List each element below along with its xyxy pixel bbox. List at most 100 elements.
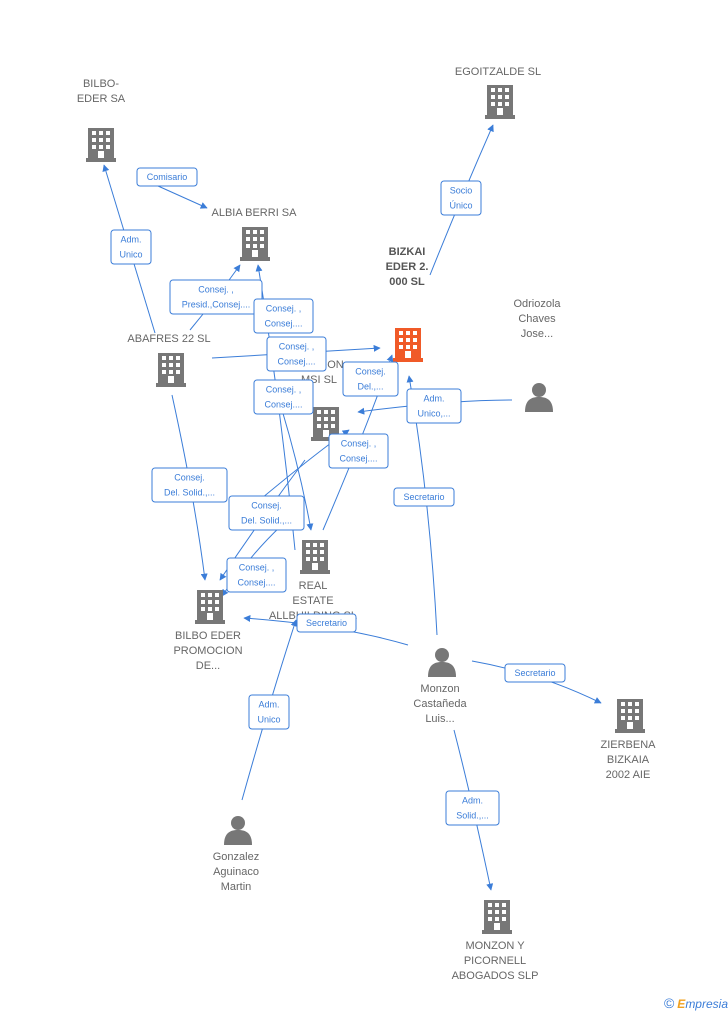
building-icon [195,590,225,624]
node-label-line: DE... [196,660,220,672]
node-egoitzalde[interactable]: EGOITZALDE SL [455,66,541,119]
node-label-line: MONZON Y [465,940,525,952]
edge-label-text: Unico [257,715,280,725]
node-label-line: Gonzalez [213,851,259,863]
edge-label[interactable]: Comisario [136,167,198,187]
edge-label[interactable]: Secretario [296,613,357,633]
node-label-line: Luis... [425,713,454,725]
node-label-line: BIZKAI [389,246,426,258]
edge-label-text: Consej. , [279,342,315,352]
edge-label-text: Secretario [514,668,555,678]
edge-label[interactable]: Consej. ,Presid.,Consej.... [169,279,263,315]
edge-label[interactable]: Consej. Del. Solid.,... [228,495,305,531]
node-label-line: Aguinaco [213,866,259,878]
node-label-line: Jose... [521,328,553,340]
edge-label-text: Consej. , [198,285,234,295]
edge-label[interactable]: Adm.Solid.,... [445,790,500,826]
edge-label-text: Consej. [174,473,205,483]
edge-label-box [228,495,305,531]
edge-label-text: Consej. [355,367,386,377]
building-icon [240,227,270,261]
node-label-line: PICORNELL [464,955,526,967]
building-icon [86,128,116,162]
edge-label-box [253,298,314,334]
node-label-line: ZIERBENA [600,739,656,751]
edge-label-text: Solid.,... [456,811,489,821]
edge-label-text: Del. Solid.,... [164,488,215,498]
edge-label[interactable]: Secretario [504,663,566,683]
node-abafres[interactable]: ABAFRES 22 SL [127,333,211,387]
copyright-icon: © [663,995,675,1011]
node-label-line: Martin [221,881,252,893]
node-label-line: PROMOCION [173,645,242,657]
brand-logo-e: E [677,997,686,1011]
edge-label[interactable]: Consej. , Consej.... [253,298,314,334]
edge-label[interactable]: Consej. Del. Solid.,... [151,467,228,503]
edge-label-text: Comisario [147,172,188,182]
building-icon [485,85,515,119]
edge-label[interactable]: Adm. Unico [110,229,152,265]
edge-label-box [248,694,290,730]
edge-label-box [151,467,228,503]
node-label-line: EDER SA [77,93,126,105]
edge-label-box [440,180,482,216]
node-label-line: ABOGADOS SLP [452,970,539,982]
node-monzon-picornell[interactable]: MONZON Y PICORNELL ABOGADOS SLP [452,900,539,982]
edge-label-text: Consej.... [277,357,315,367]
brand-footer: ©Empresia [664,995,728,1011]
edge-label-text: Adm. [120,235,141,245]
edge-label[interactable]: Consej. , Consej.... [266,336,327,372]
edge-label-text: Consej. , [239,563,275,573]
edge-label[interactable]: Consej. ,Consej.... [328,433,389,469]
edge-label-text: Del. Solid.,... [241,516,292,526]
edge-label-box [266,336,327,372]
edge-label[interactable]: Adm.Unico,... [406,388,462,424]
node-label-line: Chaves [518,313,556,325]
person-icon [525,383,553,412]
edge-label-text: Adm. [258,700,279,710]
edge-label-text: Consej. , [341,439,377,449]
edge-label-text: Consej.... [264,319,302,329]
edge-line [281,409,314,531]
edge-label[interactable]: Consej.Del.,... [342,361,399,397]
edge-label[interactable]: Secretario [393,487,455,507]
node-label-line: BILBO EDER [175,630,241,642]
edge-label[interactable]: Consej. ,Consej.... [253,379,314,415]
edge-label-text: Unico,... [417,409,450,419]
edge-label-text: Consej.... [237,578,275,588]
edge-label-box [445,790,500,826]
edge-label-text: Consej. [251,501,282,511]
edge-label-box [393,487,455,507]
building-icon [393,328,423,362]
edge-label-text: Secretario [403,492,444,502]
edge-label-box [169,279,263,315]
edge-label-box [296,613,357,633]
node-monzon-castaneda[interactable]: MonzonCastañedaLuis... [413,648,467,725]
building-icon [615,699,645,733]
node-albia-berri[interactable]: ALBIA BERRI SA [212,207,298,261]
edge-label[interactable]: Consej. , Consej.... [226,557,287,593]
edge-label-text: Consej. , [266,304,302,314]
node-label-line: ABAFRES 22 SL [127,333,210,345]
edge-label-text: Unico [119,250,142,260]
person-icon [428,648,456,677]
node-label-line: Monzon [420,683,459,695]
edge-label[interactable]: Adm. Unico [248,694,290,730]
node-bilbo-eder-sa[interactable]: BILBO- EDER SA [77,78,126,162]
edge-label-box [136,167,198,187]
node-odriozola[interactable]: OdriozolaChavesJose... [513,298,561,412]
edge-label-box [328,433,389,469]
node-bilbo-eder-promocion[interactable]: BILBO EDER PROMOCION DE... [173,590,243,672]
node-label-line: ESTATE [292,595,333,607]
building-icon [482,900,512,934]
node-label-line: BILBO- [83,78,119,90]
node-label-line: Odriozola [513,298,561,310]
edge-label-box [342,361,399,397]
person-icon [224,816,252,845]
edge-label-box [406,388,462,424]
